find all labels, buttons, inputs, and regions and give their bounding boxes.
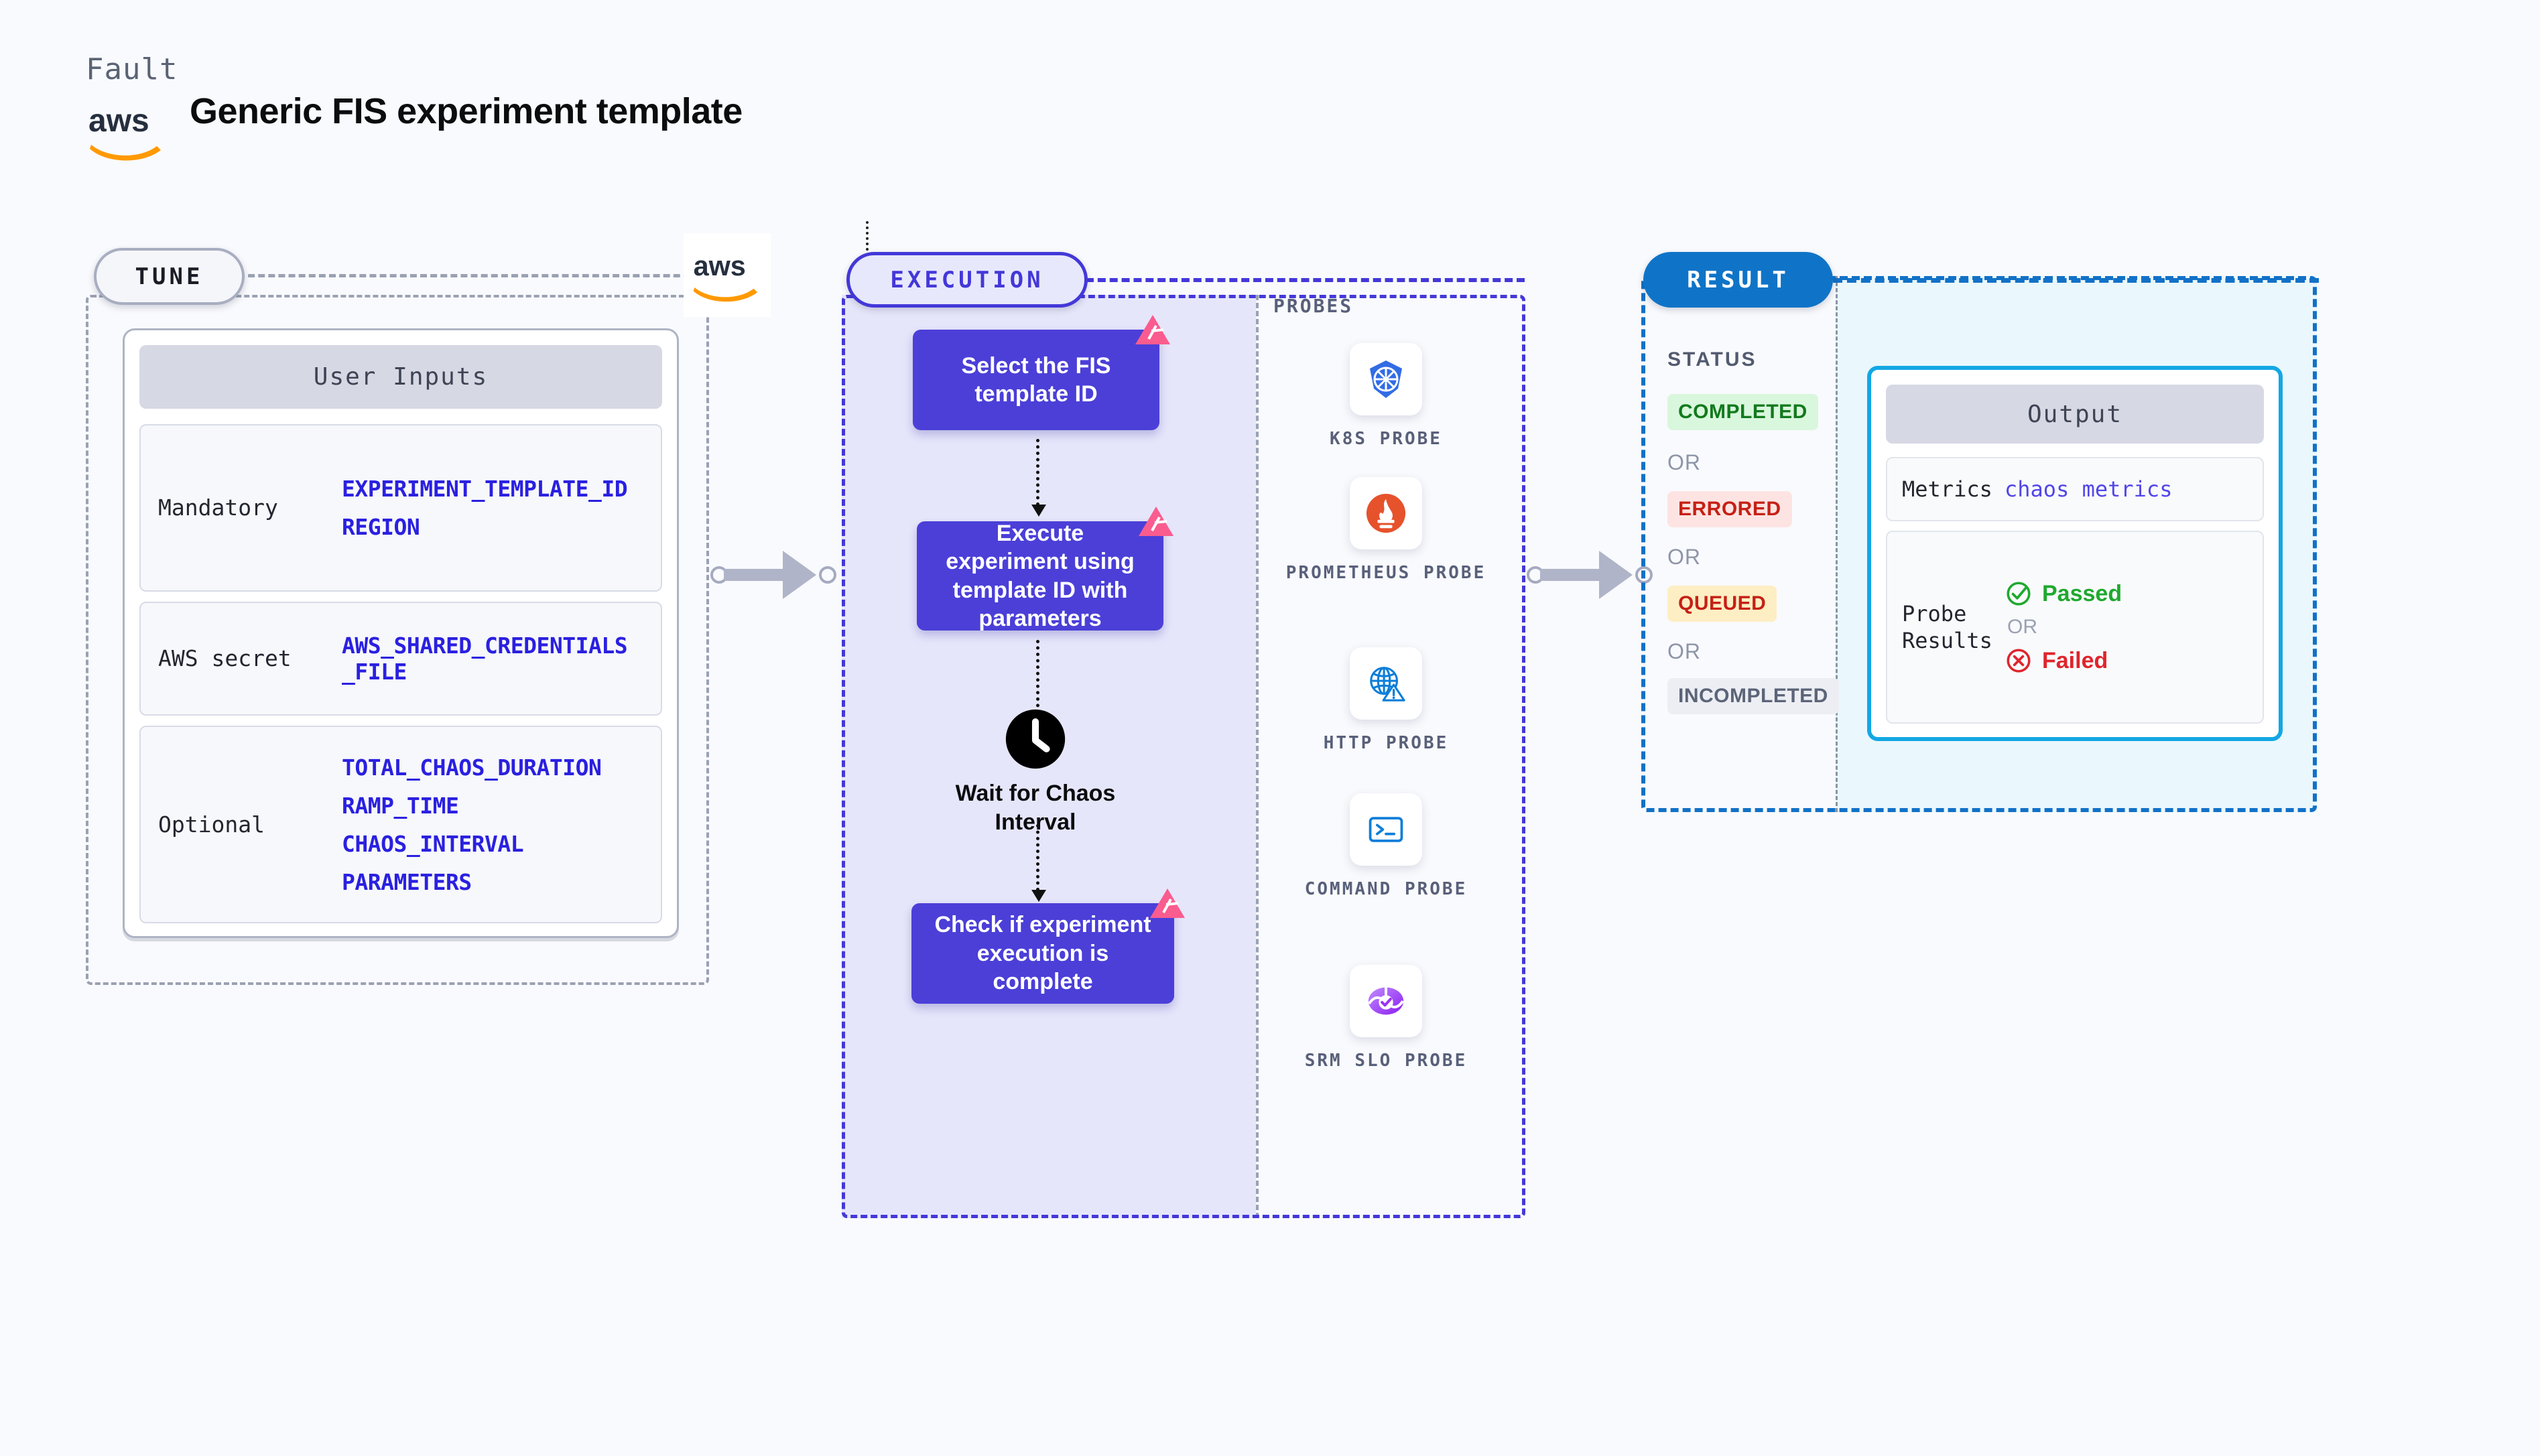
probe-result-passed: Passed: [2005, 580, 2122, 608]
connector-execution-to-result: [1527, 546, 1661, 606]
result-status-divider: [1836, 276, 1838, 812]
execution-step-check-complete[interactable]: Check if experiment execution is complet…: [911, 903, 1174, 1004]
probes-heading: PROBES: [1273, 295, 1354, 317]
output-card: Output Metrics chaos metrics Probe Resul…: [1867, 366, 2283, 741]
execution-step-select-template[interactable]: Select the FIS template ID: [913, 330, 1159, 430]
status-or-1: OR: [1667, 450, 1701, 474]
tune-row-values: AWS_SHARED_CREDENTIALS _FILE: [342, 626, 661, 691]
flow-arrow-3: [1031, 824, 1046, 902]
tune-panel: [86, 295, 709, 985]
connector-arrowhead: [783, 551, 816, 599]
probe-prometheus[interactable]: PROMETHEUS PROBE: [1285, 477, 1486, 585]
x-circle-icon: [2007, 649, 2031, 673]
probe-label: HTTP PROBE: [1323, 733, 1449, 753]
output-metrics-label: Metrics: [1902, 476, 1992, 502]
svg-text:aws: aws: [694, 251, 746, 281]
result-badge-connector: [1833, 278, 2319, 283]
connector-tune-to-execution: [710, 546, 844, 606]
status-or-2: OR: [1667, 545, 1701, 569]
passed-label: Passed: [2042, 580, 2122, 606]
tune-row-values: EXPERIMENT_TEMPLATE_ID REGION: [342, 470, 661, 546]
connector-end-dot: [819, 566, 836, 584]
litmus-icon: [1134, 314, 1171, 347]
execution-panel-border: [842, 295, 1525, 1218]
execution-badge-tick: [866, 221, 869, 256]
result-badge[interactable]: RESULT: [1643, 252, 1833, 308]
output-row-metrics: Metrics chaos metrics: [1886, 457, 2264, 521]
output-row-probe-results: Probe Results Passed OR Failed: [1886, 531, 2264, 724]
connector-arrowhead: [1599, 551, 1633, 599]
connector-line: [724, 569, 798, 581]
check-circle-icon: [2007, 582, 2031, 606]
failed-label: Failed: [2042, 647, 2108, 673]
probe-result-failed: Failed: [2005, 647, 2122, 675]
flow-arrow-1: [1031, 439, 1046, 517]
status-badge-completed: COMPLETED: [1667, 394, 1818, 430]
page-eyebrow: Fault: [86, 52, 178, 86]
tune-row-aws-secret: AWS secret AWS_SHARED_CREDENTIALS _FILE: [139, 602, 662, 716]
var-parameters: PARAMETERS: [342, 868, 472, 895]
connector-line: [1540, 569, 1614, 581]
probe-label: SRM SLO PROBE: [1304, 1051, 1468, 1071]
output-probe-result-values: Passed OR Failed: [2005, 580, 2122, 675]
tune-badge[interactable]: TUNE: [94, 248, 245, 305]
clock-icon: [1005, 709, 1066, 769]
status-heading: STATUS: [1667, 348, 1757, 371]
terminal-icon: [1350, 793, 1422, 866]
probe-label: COMMAND PROBE: [1304, 879, 1468, 899]
status-badge-queued: QUEUED: [1667, 586, 1777, 622]
litmus-icon: [1137, 505, 1175, 539]
var-total-chaos-duration: TOTAL_CHAOS_DURATION: [342, 754, 602, 781]
tune-row-label: Mandatory: [158, 494, 278, 521]
tune-aws-logo-icon: aws: [684, 233, 771, 317]
output-title: Output: [1886, 385, 2264, 444]
var-aws-shared-credentials-cont: _FILE: [342, 659, 407, 685]
probe-srm-slo[interactable]: SRM SLO PROBE: [1285, 965, 1486, 1073]
probe-label: K8S PROBE: [1330, 429, 1442, 449]
tune-row-label: Optional: [158, 811, 265, 838]
svg-text:aws: aws: [88, 103, 149, 139]
kubernetes-icon: [1350, 343, 1422, 415]
var-region: REGION: [342, 514, 420, 540]
var-experiment-template-id: EXPERIMENT_TEMPLATE_ID: [342, 476, 628, 502]
status-badge-incompleted: INCOMPLETED: [1667, 678, 1839, 714]
tune-row-mandatory: Mandatory EXPERIMENT_TEMPLATE_ID REGION: [139, 424, 662, 592]
page-title: Generic FIS experiment template: [190, 91, 743, 131]
wait-label: Wait for Chaos Interval: [955, 781, 1116, 835]
execution-badge-connector: [1086, 278, 1525, 282]
tune-panel-border: [86, 295, 709, 985]
tune-row-optional: Optional TOTAL_CHAOS_DURATION RAMP_TIME …: [139, 726, 662, 923]
flow-arrow-2: [1031, 640, 1046, 724]
tune-badge-connector: [238, 274, 700, 277]
probe-label: PROMETHEUS PROBE: [1285, 563, 1486, 583]
tune-row-label: AWS secret: [158, 645, 292, 672]
aws-logo-icon: aws: [87, 101, 168, 161]
var-chaos-interval: CHAOS_INTERVAL: [342, 830, 524, 857]
probe-command[interactable]: COMMAND PROBE: [1285, 793, 1486, 901]
status-badge-errored: ERRORED: [1667, 491, 1792, 527]
http-globe-icon: [1350, 647, 1422, 720]
litmus-icon: [1149, 887, 1186, 921]
execution-step-execute-experiment[interactable]: Execute experiment using template ID wit…: [917, 521, 1163, 631]
user-inputs-card: User Inputs Mandatory EXPERIMENT_TEMPLAT…: [123, 328, 679, 938]
probe-http[interactable]: HTTP PROBE: [1285, 647, 1486, 755]
output-probe-results-label: Probe Results: [1902, 601, 1992, 653]
tune-row-values: TOTAL_CHAOS_DURATION RAMP_TIME CHAOS_INT…: [342, 748, 661, 901]
execution-badge[interactable]: EXECUTION: [846, 252, 1088, 308]
status-or-3: OR: [1667, 639, 1701, 663]
var-aws-shared-credentials: AWS_SHARED_CREDENTIALS: [342, 633, 628, 659]
wait-for-chaos-interval: Wait for Chaos Interval: [956, 708, 1115, 836]
probe-result-or: OR: [2007, 616, 2037, 638]
srm-slo-icon: [1350, 965, 1422, 1037]
execution-probes-divider: [1256, 295, 1259, 1218]
user-inputs-title: User Inputs: [139, 345, 662, 409]
var-ramp-time: RAMP_TIME: [342, 792, 459, 819]
prometheus-icon: [1350, 477, 1422, 549]
probe-k8s[interactable]: K8S PROBE: [1285, 343, 1486, 451]
output-metrics-value: chaos metrics: [2005, 476, 2173, 502]
